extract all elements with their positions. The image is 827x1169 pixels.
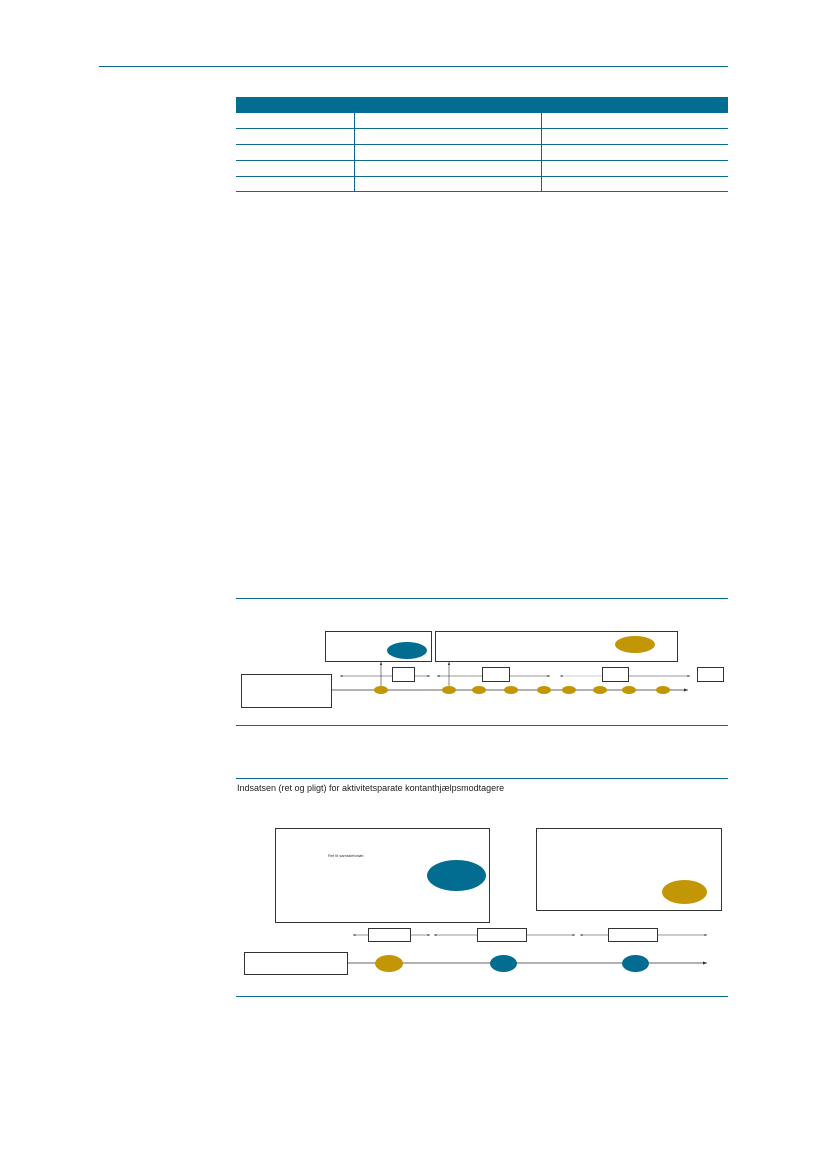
period-box (608, 928, 658, 942)
period-box (392, 667, 415, 682)
gold-dot (562, 686, 576, 694)
teal-ellipse (387, 642, 427, 659)
gold-dot (537, 686, 551, 694)
table-row (236, 191, 728, 192)
gold-dot (472, 686, 486, 694)
figure-1-bottom-rule (236, 725, 728, 726)
table-row (236, 144, 728, 145)
period-box (368, 928, 411, 942)
table-column-divider (541, 113, 542, 192)
period-box (602, 667, 629, 682)
period-box (697, 667, 724, 682)
table-header-row (236, 97, 728, 113)
teal-ellipse (427, 860, 486, 891)
period-box (482, 667, 510, 682)
page-header-rule (99, 66, 728, 67)
figure-1-top-rule (236, 598, 728, 599)
figure-1-box-right (435, 631, 678, 662)
figure-2-box-label: Ret til samtaleforløb (328, 853, 364, 858)
gold-dot (622, 686, 636, 694)
figure-2-top-rule (236, 778, 728, 779)
gold-dot (375, 955, 403, 972)
teal-dot (622, 955, 649, 972)
gold-dot (374, 686, 388, 694)
figure-2-caption: Indsatsen (ret og pligt) for aktivitetsp… (237, 783, 505, 793)
figure-1-start-box (241, 674, 332, 708)
gold-ellipse (662, 880, 707, 904)
teal-dot (490, 955, 517, 972)
gold-dot (442, 686, 456, 694)
table-row (236, 128, 728, 129)
gold-dot (504, 686, 518, 694)
figure-2-bottom-rule (236, 996, 728, 997)
gold-dot (656, 686, 670, 694)
table-row (236, 160, 728, 161)
figure-2-start-box (244, 952, 348, 975)
gold-ellipse (615, 636, 655, 653)
gold-dot (593, 686, 607, 694)
period-box (477, 928, 527, 942)
table-row (236, 176, 728, 177)
table-column-divider (354, 113, 355, 192)
